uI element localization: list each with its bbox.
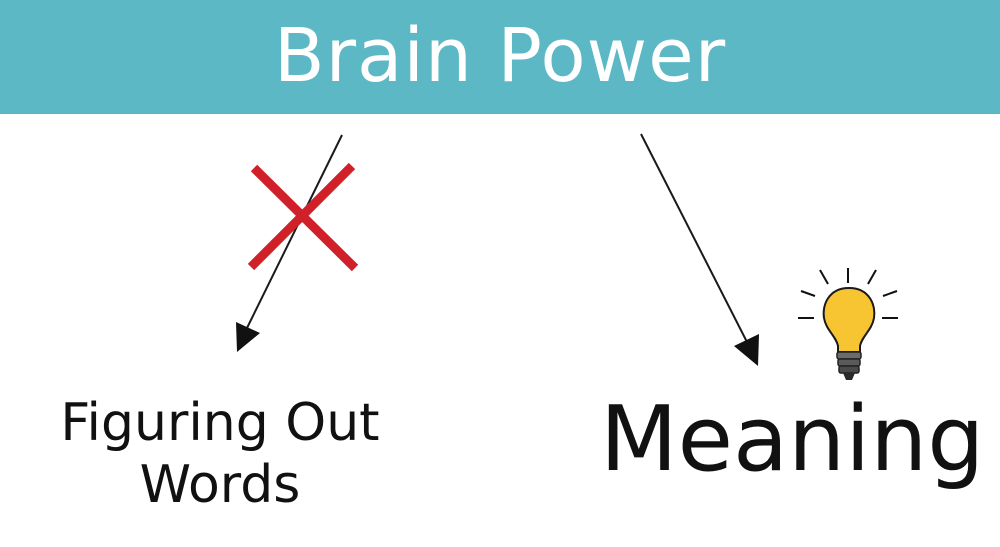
lightbulb-icon	[798, 268, 898, 380]
label-line-2: Words	[139, 455, 301, 515]
label-figuring-out-words: Figuring Out Words	[40, 392, 400, 516]
left-arrow	[236, 134, 343, 352]
page-title: Brain Power	[273, 13, 727, 99]
label-meaning: Meaning	[600, 387, 985, 492]
title-banner	[0, 0, 1000, 114]
label-line-1: Figuring Out	[60, 393, 380, 453]
red-x-icon	[247, 162, 359, 272]
right-arrow	[640, 133, 759, 366]
